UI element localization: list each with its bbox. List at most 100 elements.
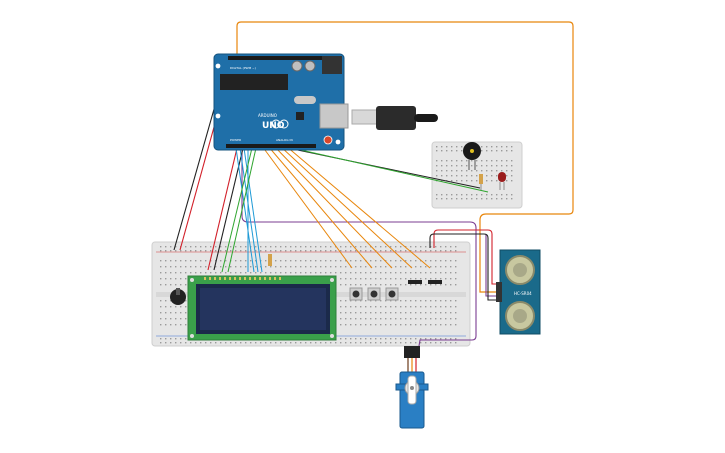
breadboard-hole (450, 260, 452, 262)
arduino-power-label: POWER (230, 138, 241, 142)
breadboard-hole (185, 318, 187, 320)
breadboard-hole (245, 342, 247, 344)
breadboard-hole (400, 272, 402, 274)
breadboard-hole (445, 338, 447, 340)
breadboard-hole (415, 272, 417, 274)
breadboard-hole (365, 250, 367, 252)
breadboard-hole (451, 180, 453, 182)
breadboard-hole (180, 306, 182, 308)
breadboard-hole (385, 306, 387, 308)
breadboard-hole (496, 194, 498, 196)
breadboard-hole (410, 278, 412, 280)
breadboard-hole (415, 324, 417, 326)
breadboard-hole (185, 278, 187, 280)
breadboard-hole (345, 338, 347, 340)
breadboard-hole (405, 318, 407, 320)
breadboard-hole (230, 246, 232, 248)
breadboard-hole (441, 165, 443, 167)
breadboard-hole (455, 260, 457, 262)
breadboard-hole (430, 250, 432, 252)
breadboard-hole (355, 306, 357, 308)
breadboard-hole (165, 324, 167, 326)
breadboard-hole (511, 150, 513, 152)
breadboard-hole (435, 338, 437, 340)
lcd-pin (234, 277, 236, 280)
breadboard-hole (175, 342, 177, 344)
breadboard-hole (441, 194, 443, 196)
breadboard-hole (450, 324, 452, 326)
red-led (498, 172, 506, 190)
breadboard-hole (476, 180, 478, 182)
breadboard-hole (250, 272, 252, 274)
lcd-pin (274, 277, 276, 280)
breadboard-hole (340, 306, 342, 308)
reset-button (323, 135, 333, 145)
breadboard-hole (340, 246, 342, 248)
wire-red-sensor (433, 229, 500, 285)
breadboard-hole (360, 300, 362, 302)
breadboard-hole (390, 300, 392, 302)
breadboard-hole (430, 342, 432, 344)
breadboard-hole (445, 312, 447, 314)
breadboard-hole (240, 260, 242, 262)
breadboard-hole (390, 246, 392, 248)
breadboard-hole (430, 278, 432, 280)
breadboard-hole (190, 246, 192, 248)
breadboard-hole (395, 272, 397, 274)
usb-cable (351, 106, 438, 130)
breadboard-hole (455, 318, 457, 320)
breadboard-hole (410, 312, 412, 314)
breadboard-hole (235, 266, 237, 268)
breadboard-hole (445, 306, 447, 308)
breadboard-hole (160, 312, 162, 314)
breadboard-hole (395, 342, 397, 344)
breadboard-hole (496, 170, 498, 172)
breadboard-hole (445, 260, 447, 262)
breadboard-hole (350, 338, 352, 340)
breadboard-hole (446, 175, 448, 177)
lcd-pin (229, 277, 231, 280)
breadboard-hole (430, 312, 432, 314)
breadboard-hole (385, 266, 387, 268)
breadboard-hole (185, 342, 187, 344)
breadboard-hole (235, 246, 237, 248)
breadboard-hole (405, 278, 407, 280)
breadboard-hole (165, 266, 167, 268)
breadboard-hole (260, 250, 262, 252)
wires-buzzer-led (287, 147, 489, 193)
arduino-header-label: DIGITAL (PWM ~) (230, 66, 256, 70)
breadboard-hole (400, 250, 402, 252)
breadboard-hole (160, 260, 162, 262)
breadboard-hole (436, 170, 438, 172)
breadboard-hole (180, 342, 182, 344)
resistor-1 (408, 280, 422, 284)
breadboard-hole (451, 160, 453, 162)
breadboard-hole (410, 272, 412, 274)
breadboard-hole (455, 266, 457, 268)
breadboard-hole (355, 278, 357, 280)
breadboard-hole (511, 146, 513, 148)
breadboard-hole (511, 165, 513, 167)
breadboard-hole (320, 342, 322, 344)
breadboard-hole (310, 246, 312, 248)
breadboard-hole (455, 278, 457, 280)
breadboard-hole (455, 246, 457, 248)
breadboard-hole (265, 246, 267, 248)
breadboard-hole (320, 266, 322, 268)
breadboard-hole (360, 342, 362, 344)
breadboard-hole (415, 312, 417, 314)
breadboard-hole (446, 170, 448, 172)
breadboard-hole (255, 260, 257, 262)
breadboard-hole (496, 175, 498, 177)
breadboard-hole (220, 250, 222, 252)
breadboard-hole (390, 272, 392, 274)
breadboard-hole (481, 160, 483, 162)
breadboard-hole (350, 318, 352, 320)
breadboard-hole (400, 342, 402, 344)
breadboard-hole (501, 194, 503, 196)
breadboard-hole (375, 338, 377, 340)
breadboard-hole (466, 165, 468, 167)
breadboard-hole (440, 284, 442, 286)
breadboard-hole (511, 194, 513, 196)
breadboard-hole (175, 338, 177, 340)
